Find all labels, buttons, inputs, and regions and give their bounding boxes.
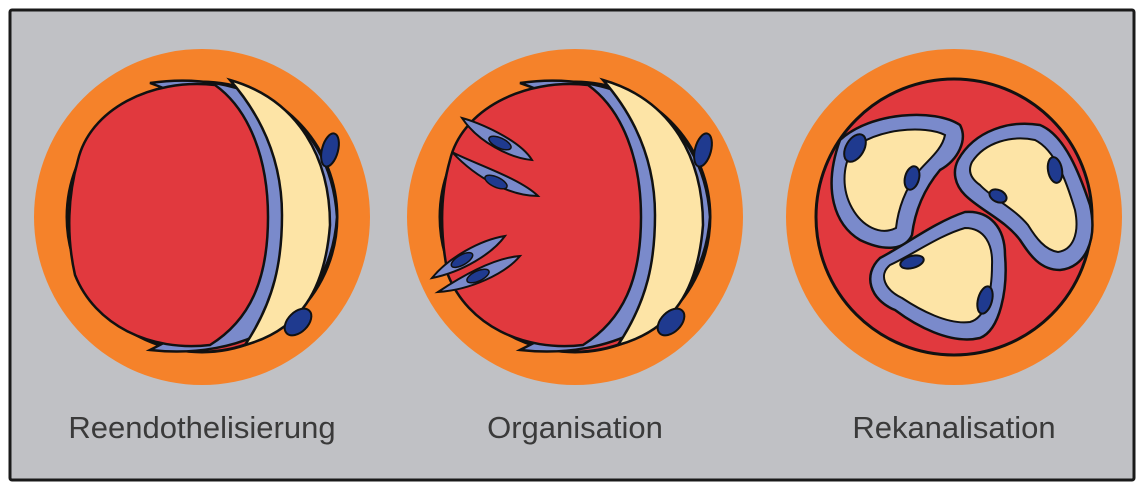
reendothelialization-vessel-icon — [34, 49, 370, 385]
panel-label-recanalization: Rekanalisation — [852, 410, 1055, 445]
panel-label-organization: Organisation — [487, 410, 663, 445]
organization-vessel-icon — [407, 49, 743, 385]
recanalization-vessel-icon — [786, 49, 1122, 385]
thrombus — [69, 84, 268, 346]
panel-label-reendothelialization: Reendothelisierung — [68, 410, 335, 445]
